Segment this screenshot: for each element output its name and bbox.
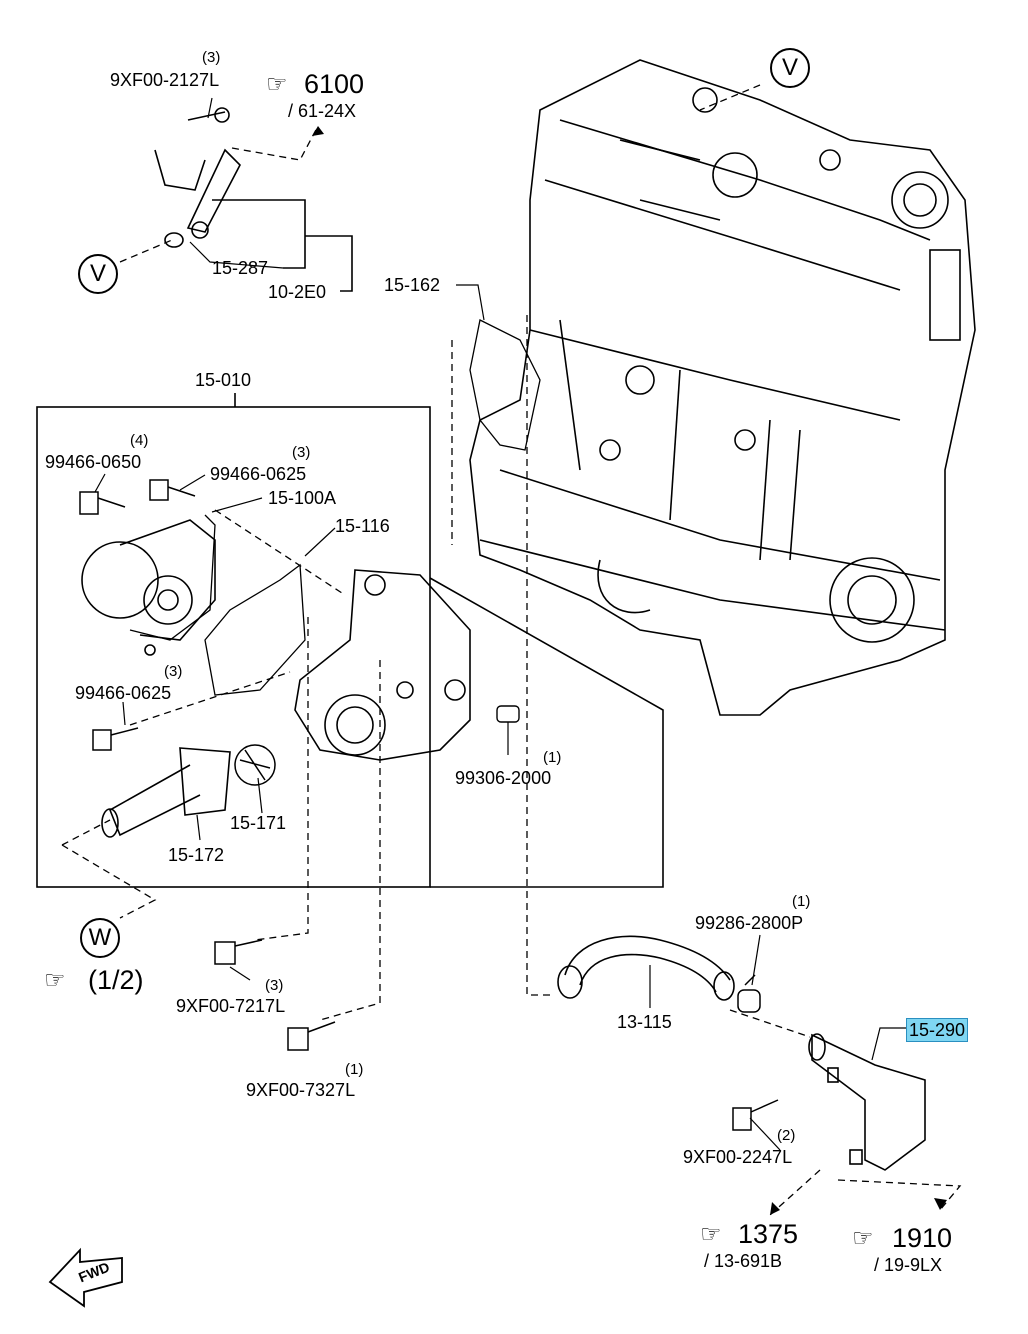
qty-99306-2000: (1) (543, 749, 562, 766)
thermostat-housing (294, 569, 471, 761)
ref-half-number: (1/2) (88, 965, 144, 995)
label-15-100a[interactable]: 15-100A (268, 488, 337, 508)
pointing-hand-icon: ☞ (44, 967, 66, 994)
qty-99466-0625-a: (3) (292, 444, 311, 461)
hose-13-115 (557, 935, 735, 1001)
ref-1910-sub: / 19-9LX (874, 1255, 943, 1275)
label-15-171[interactable]: 15-171 (230, 813, 287, 833)
qty-9xf00-2247l: (2) (777, 1127, 796, 1144)
pointing-hand-icon: ☞ (700, 1221, 722, 1248)
qty-99286-2800p: (1) (792, 893, 811, 910)
label-13-115[interactable]: 13-115 (617, 1012, 672, 1032)
fwd-arrow-shape (48, 1247, 123, 1308)
label-15-010[interactable]: 15-010 (195, 370, 252, 390)
label-15-287[interactable]: 15-287 (212, 258, 269, 278)
label-99466-0625-b[interactable]: 99466-0625 (75, 683, 172, 703)
pipe-assembly-top (154, 107, 241, 248)
marker-v-top: V (770, 48, 810, 88)
qty-9xf00-7327l: (1) (345, 1061, 364, 1078)
label-9xf00-2247l[interactable]: 9XF00-2247L (683, 1147, 793, 1167)
qty-99466-0625-b: (3) (164, 663, 183, 680)
label-9xf00-7217l[interactable]: 9XF00-7217L (176, 996, 286, 1016)
label-99466-0625-a[interactable]: 99466-0625 (210, 464, 307, 484)
label-99466-0650[interactable]: 99466-0650 (45, 452, 142, 472)
ref-1910-number: 1910 (892, 1223, 953, 1253)
marker-v-left: V (78, 254, 118, 294)
group-box-15-010 (36, 406, 431, 888)
label-15-290-highlighted[interactable]: 15-290 (906, 1018, 969, 1042)
water-pump (81, 519, 216, 656)
pipe-15-290 (808, 1033, 926, 1171)
label-15-116[interactable]: 15-116 (335, 516, 390, 536)
ref-1375-sub: / 13-691B (704, 1251, 783, 1271)
ref-1375-number: 1375 (738, 1219, 799, 1249)
label-10-2e0[interactable]: 10-2E0 (268, 282, 327, 302)
label-9xf00-2127l[interactable]: 9XF00-2127L (110, 70, 220, 90)
pointing-hand-icon: ☞ (852, 1225, 874, 1252)
gasket-15-162 (469, 319, 541, 451)
marker-w: W (80, 918, 120, 958)
ref-6100-sub: / 61-24X (288, 101, 357, 121)
label-15-162[interactable]: 15-162 (384, 275, 441, 295)
ref-6100-number: 6100 (304, 69, 365, 99)
qty-99466-0650: (4) (130, 432, 149, 449)
label-99286-2800p[interactable]: 99286-2800P (695, 913, 804, 933)
engine-block (469, 59, 976, 716)
label-9xf00-7327l[interactable]: 9XF00-7327L (246, 1080, 356, 1100)
qty-9xf00-7217l: (3) (265, 977, 284, 994)
label-99306-2000[interactable]: 99306-2000 (455, 768, 552, 788)
pointing-hand-icon: ☞ (266, 71, 288, 98)
qty-9xf00-2127l: (3) (202, 49, 221, 66)
label-15-172[interactable]: 15-172 (168, 845, 225, 865)
